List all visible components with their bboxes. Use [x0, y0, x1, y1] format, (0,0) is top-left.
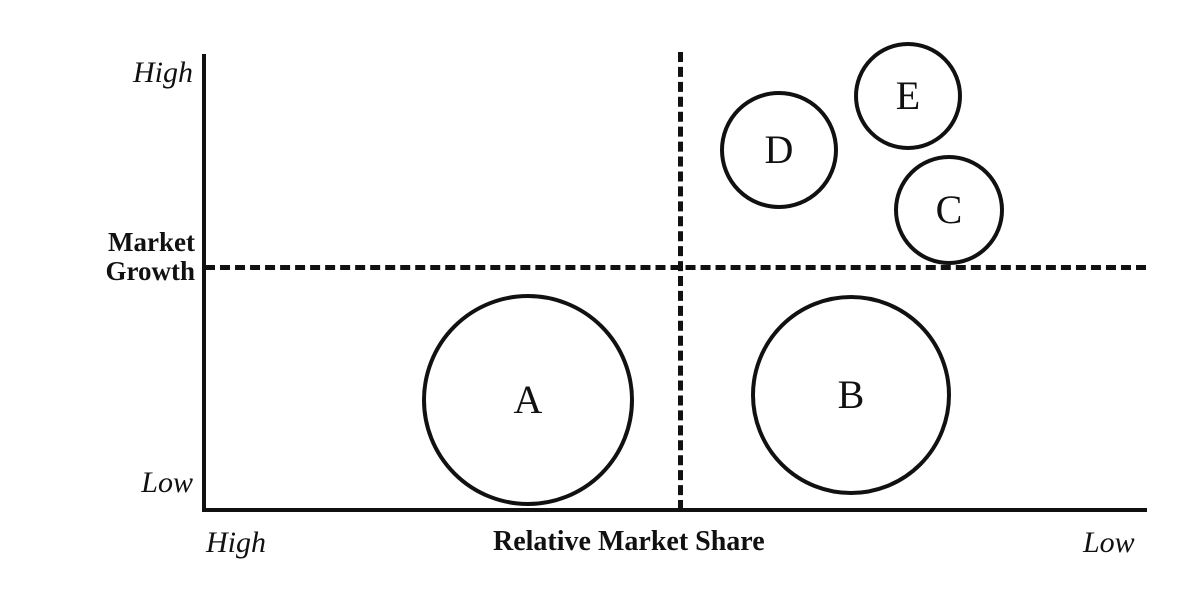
bubble-e[interactable]: E [854, 42, 962, 150]
vertical-divider-dashed-line [678, 52, 683, 510]
y-axis-title-line-2: Growth [105, 256, 195, 287]
bubble-e-label: E [895, 73, 921, 118]
bubble-d[interactable]: D [720, 91, 838, 209]
bubble-d-label: D [764, 127, 794, 172]
bubble-a-label: A [513, 377, 543, 422]
bubble-b-label: B [837, 372, 865, 417]
bubble-b[interactable]: B [751, 295, 951, 495]
bubble-a[interactable]: A [422, 294, 634, 506]
y-axis-line [202, 54, 206, 512]
bubble-c-label: C [935, 187, 963, 232]
y-axis-title-line-1: Market [108, 227, 195, 257]
x-axis-title: Relative Market Share [493, 526, 765, 557]
y-axis-title: Market Growth [20, 227, 195, 287]
horizontal-divider-dashed-line [205, 265, 1146, 270]
x-axis-low-label: Low [1083, 526, 1135, 559]
x-axis-high-label: High [206, 526, 266, 559]
x-axis-line [202, 508, 1147, 512]
y-axis-high-label: High [133, 56, 193, 89]
bubble-c[interactable]: C [894, 155, 1004, 265]
y-axis-low-label: Low [141, 466, 193, 499]
